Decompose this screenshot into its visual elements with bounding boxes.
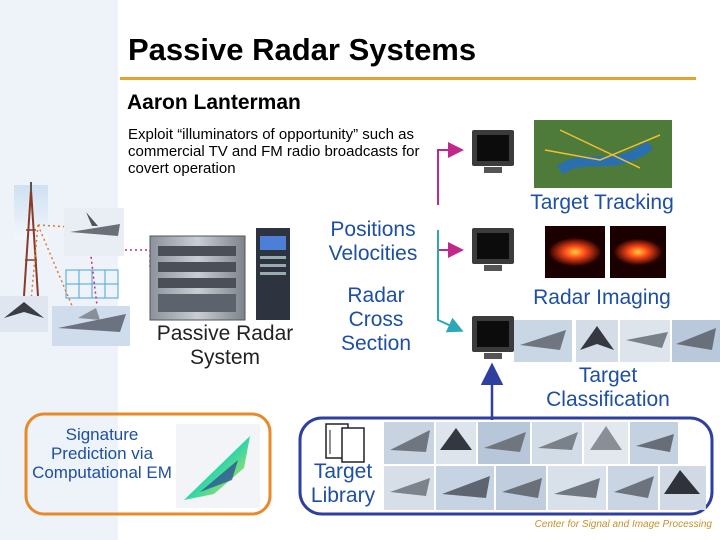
label-signature-prediction: Signature Prediction via Computational E… — [32, 425, 172, 482]
stealth-bomber-icon — [576, 320, 618, 362]
label-target-classification: Target Classification — [546, 364, 670, 411]
computer-monitor-icon — [472, 130, 514, 173]
label-target-tracking: Target Tracking — [530, 191, 674, 214]
fighter-jet-icon — [620, 320, 670, 362]
sensor-grid — [65, 269, 119, 299]
label-radar-imaging: Radar Imaging — [533, 286, 671, 309]
signature-prediction-border — [24, 412, 272, 516]
target-library-border — [298, 416, 714, 516]
book-icon — [325, 423, 365, 463]
computer-monitor-icon — [472, 316, 514, 359]
radar-receiver-hardware — [149, 228, 290, 321]
arrow-to-tracking — [437, 142, 464, 205]
library-aircraft-thumbnails — [384, 422, 706, 510]
fighter-jet-icon — [514, 320, 572, 362]
fighter-jet-icon — [672, 320, 720, 362]
computer-monitor-icon — [472, 228, 514, 271]
slide-title: Passive Radar Systems — [128, 32, 477, 67]
footer-text: Center for Signal and Image Processing — [534, 519, 712, 530]
tracking-map-image — [534, 120, 672, 188]
fighter-jet-icon — [64, 208, 124, 256]
radar-image — [545, 226, 666, 278]
fighter-jet-icon — [52, 306, 130, 346]
label-passive-radar-system: Passive Radar System — [156, 322, 294, 369]
author-name: Aaron Lanterman — [127, 91, 301, 114]
broadcast-tower-icon — [14, 182, 48, 297]
arrow-to-classification — [437, 300, 464, 333]
label-positions-velocities: Positions Velocities — [328, 218, 418, 265]
em-simulation-image — [176, 424, 260, 508]
label-radar-cross-section: Radar Cross Section — [340, 284, 412, 355]
title-underline — [120, 77, 696, 80]
abstract-text: Exploit “illuminators of opportunity” su… — [128, 126, 420, 177]
label-target-library: Target Library — [310, 460, 376, 507]
stealth-bomber-icon — [0, 296, 48, 332]
